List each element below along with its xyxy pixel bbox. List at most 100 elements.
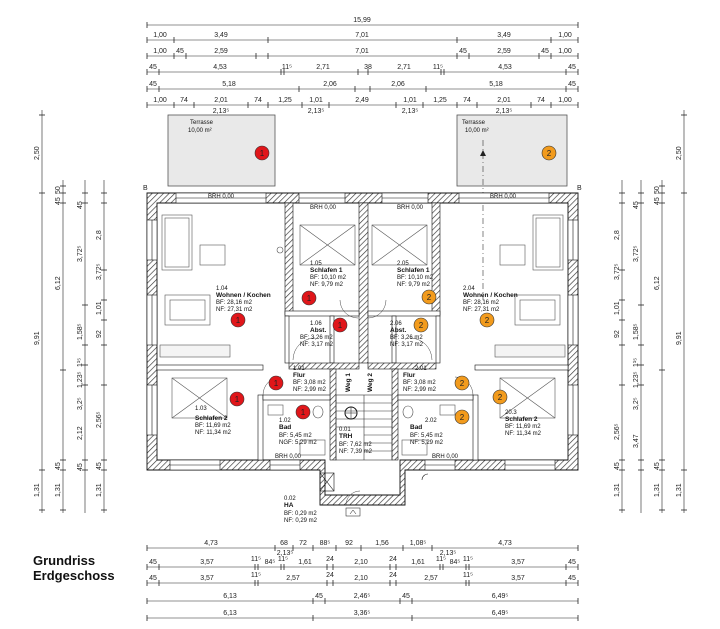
dim-label: 1,01 — [309, 97, 323, 104]
room-id: 1.04 — [216, 286, 228, 292]
dim-label: 1¹⁵ — [633, 358, 640, 367]
dim-label: 11⁵ — [463, 572, 473, 579]
room-1-06: 1.06 Abst. BF: 3,26 m2 NF: 3,17 m2 — [300, 321, 334, 348]
room-2-04: 2.04 Wohnen / Kochen BF: 28,16 m2 NF: 27… — [463, 286, 518, 313]
room-id: 1.05 — [310, 261, 322, 267]
dim-label: 1,00 — [153, 48, 167, 55]
dim-label: 2,57 — [286, 575, 300, 582]
room-nf: NF: 27,31 m2 — [216, 307, 253, 313]
dim-label: 3,57 — [200, 559, 214, 566]
unit-marker-number: 2 — [427, 293, 432, 302]
dim-label: 2,71 — [316, 64, 330, 71]
room-id: 0.01 — [339, 427, 351, 433]
dim-label: 24 — [326, 572, 334, 579]
unit-marker-number: 2 — [485, 316, 490, 325]
room-name: Wohnen / Kochen — [463, 292, 518, 299]
unit-marker-number: 1 — [301, 408, 306, 417]
room-name: Abst. — [390, 327, 406, 334]
unit-marker-number: 2 — [460, 379, 465, 388]
dim-label: 1,00 — [558, 32, 572, 39]
dim-label: 2,49 — [355, 97, 369, 104]
dim-label: 4,73 — [204, 540, 218, 547]
dim-label: 45 — [568, 81, 576, 88]
dim-label: 1,56 — [375, 540, 389, 547]
room-bf: BF: 7,62 m2 — [339, 442, 372, 448]
brh-label: BRH 0,00 — [275, 454, 302, 460]
dim-label: 3,72⁵ — [633, 245, 640, 262]
dim-label: 2,13⁵ — [440, 550, 457, 557]
dim-label: 1,58⁵ — [77, 323, 84, 340]
terrace-label: Terrasse — [190, 120, 214, 126]
room-id: 2.06 — [390, 321, 402, 327]
room-bf: BF: 11,69 m2 — [195, 423, 231, 429]
section-markers: B B — [143, 185, 582, 192]
dim-label: 74 — [463, 97, 471, 104]
dim-label: 3,36⁵ — [354, 610, 371, 617]
room-name: Schlafen 2 — [505, 416, 538, 423]
room-bf: BF: 11,69 m2 — [505, 424, 541, 430]
unit-marker-number: 1 — [260, 149, 265, 158]
brh-label: BRH 0,00 — [397, 205, 424, 211]
staircase — [335, 394, 393, 461]
dim-label: 11⁵ — [251, 556, 261, 563]
unit-2-marker: 2 — [541, 145, 557, 161]
dim-label: 3,2⁵ — [633, 397, 640, 410]
dim-label: 68 — [280, 540, 288, 547]
room-nf: NGF: 5,29 m2 — [279, 440, 317, 446]
room-name: Bad — [279, 424, 291, 431]
room-bf: BF: 3,26 m2 — [300, 335, 333, 341]
left-dimension-labels: 2,50 9,91 1,31 50 45 6,12 45 1,31 45 3,7… — [34, 146, 103, 497]
room-bf: BF: 5,45 m2 — [279, 433, 312, 439]
dim-label: 1,31 — [654, 483, 661, 497]
room-id: 0.02 — [284, 496, 296, 502]
dim-label: 1,00 — [153, 97, 167, 104]
unit-2-marker: 2 — [413, 317, 429, 333]
dim-label: 45 — [568, 64, 576, 71]
top-dimensions — [147, 24, 578, 106]
brh-label: BRH 0,00 — [208, 194, 235, 200]
room-nf: NF: 0,29 m2 — [284, 518, 318, 524]
dim-label: 4,53 — [498, 64, 512, 71]
right-dimension-labels: 2,8 3,72⁵ 1,01 92 2,56⁵ 45 1,31 45 3,72⁵… — [614, 146, 683, 497]
room-1-05: 1.05 Schlafen 1 BF: 10,10 m2 NF: 9,79 m2 — [310, 261, 347, 288]
dim-label: 1,31 — [676, 483, 683, 497]
dim-label: 45 — [654, 197, 661, 205]
dim-label: 1,31 — [96, 483, 103, 497]
dim-label: 45 — [315, 593, 323, 600]
room-1-04: 1.04 Wohnen / Kochen BF: 28,16 m2 NF: 27… — [216, 286, 271, 313]
dim-label: 45 — [149, 64, 157, 71]
dim-label: 45 — [55, 462, 62, 470]
dim-label: 74 — [180, 97, 188, 104]
terrace-right: Terrasse 10,00 m² — [456, 114, 568, 300]
unit-2-marker: 2 — [492, 389, 508, 405]
terrace-area: 10,00 m² — [188, 128, 212, 134]
bottom-dimensions — [147, 547, 578, 619]
dim-label: 1,08⁵ — [410, 540, 427, 547]
room-name: Schlafen 2 — [195, 415, 228, 422]
room-2-06: 2.06 Abst. BF: 3,26 m2 NF: 3,17 m2 — [390, 321, 424, 348]
dim-label: 24 — [326, 556, 334, 563]
dim-label: 11⁵ — [433, 64, 443, 71]
room-1-02: 1.02 Bad BF: 5,45 m2 NGF: 5,29 m2 — [279, 418, 317, 446]
dim-label: 2,50 — [34, 146, 41, 160]
room-id: 1.03 — [195, 406, 207, 412]
dim-label: 2,13⁵ — [308, 108, 325, 115]
room-1-01: 1.01 Flur BF: 3,08 m2 NF: 2,99 m2 — [293, 366, 327, 393]
dim-label: 45 — [96, 462, 103, 470]
dim-label: 6,12 — [55, 276, 62, 290]
room-2-05: 2.05 Schlafen 1 BF: 10,10 m2 NF: 9,79 m2 — [397, 261, 434, 288]
dim-label: 45 — [633, 201, 640, 209]
dim-label: 1,00 — [558, 97, 572, 104]
dim-label: 88⁵ — [320, 540, 331, 547]
dim-label: 50 — [55, 186, 62, 194]
top-dimension-ticks — [146, 22, 579, 108]
dim-label: 2,8 — [96, 230, 103, 240]
unit-2-marker: 2 — [421, 289, 437, 305]
room-bf: BF: 3,08 m2 — [293, 380, 326, 386]
dim-label: 11⁵ — [278, 556, 288, 563]
dim-label: 6,13 — [223, 593, 237, 600]
dim-label: 3,57 — [511, 575, 525, 582]
unit-marker-number: 1 — [235, 395, 240, 404]
dim-label: 50 — [654, 186, 661, 194]
